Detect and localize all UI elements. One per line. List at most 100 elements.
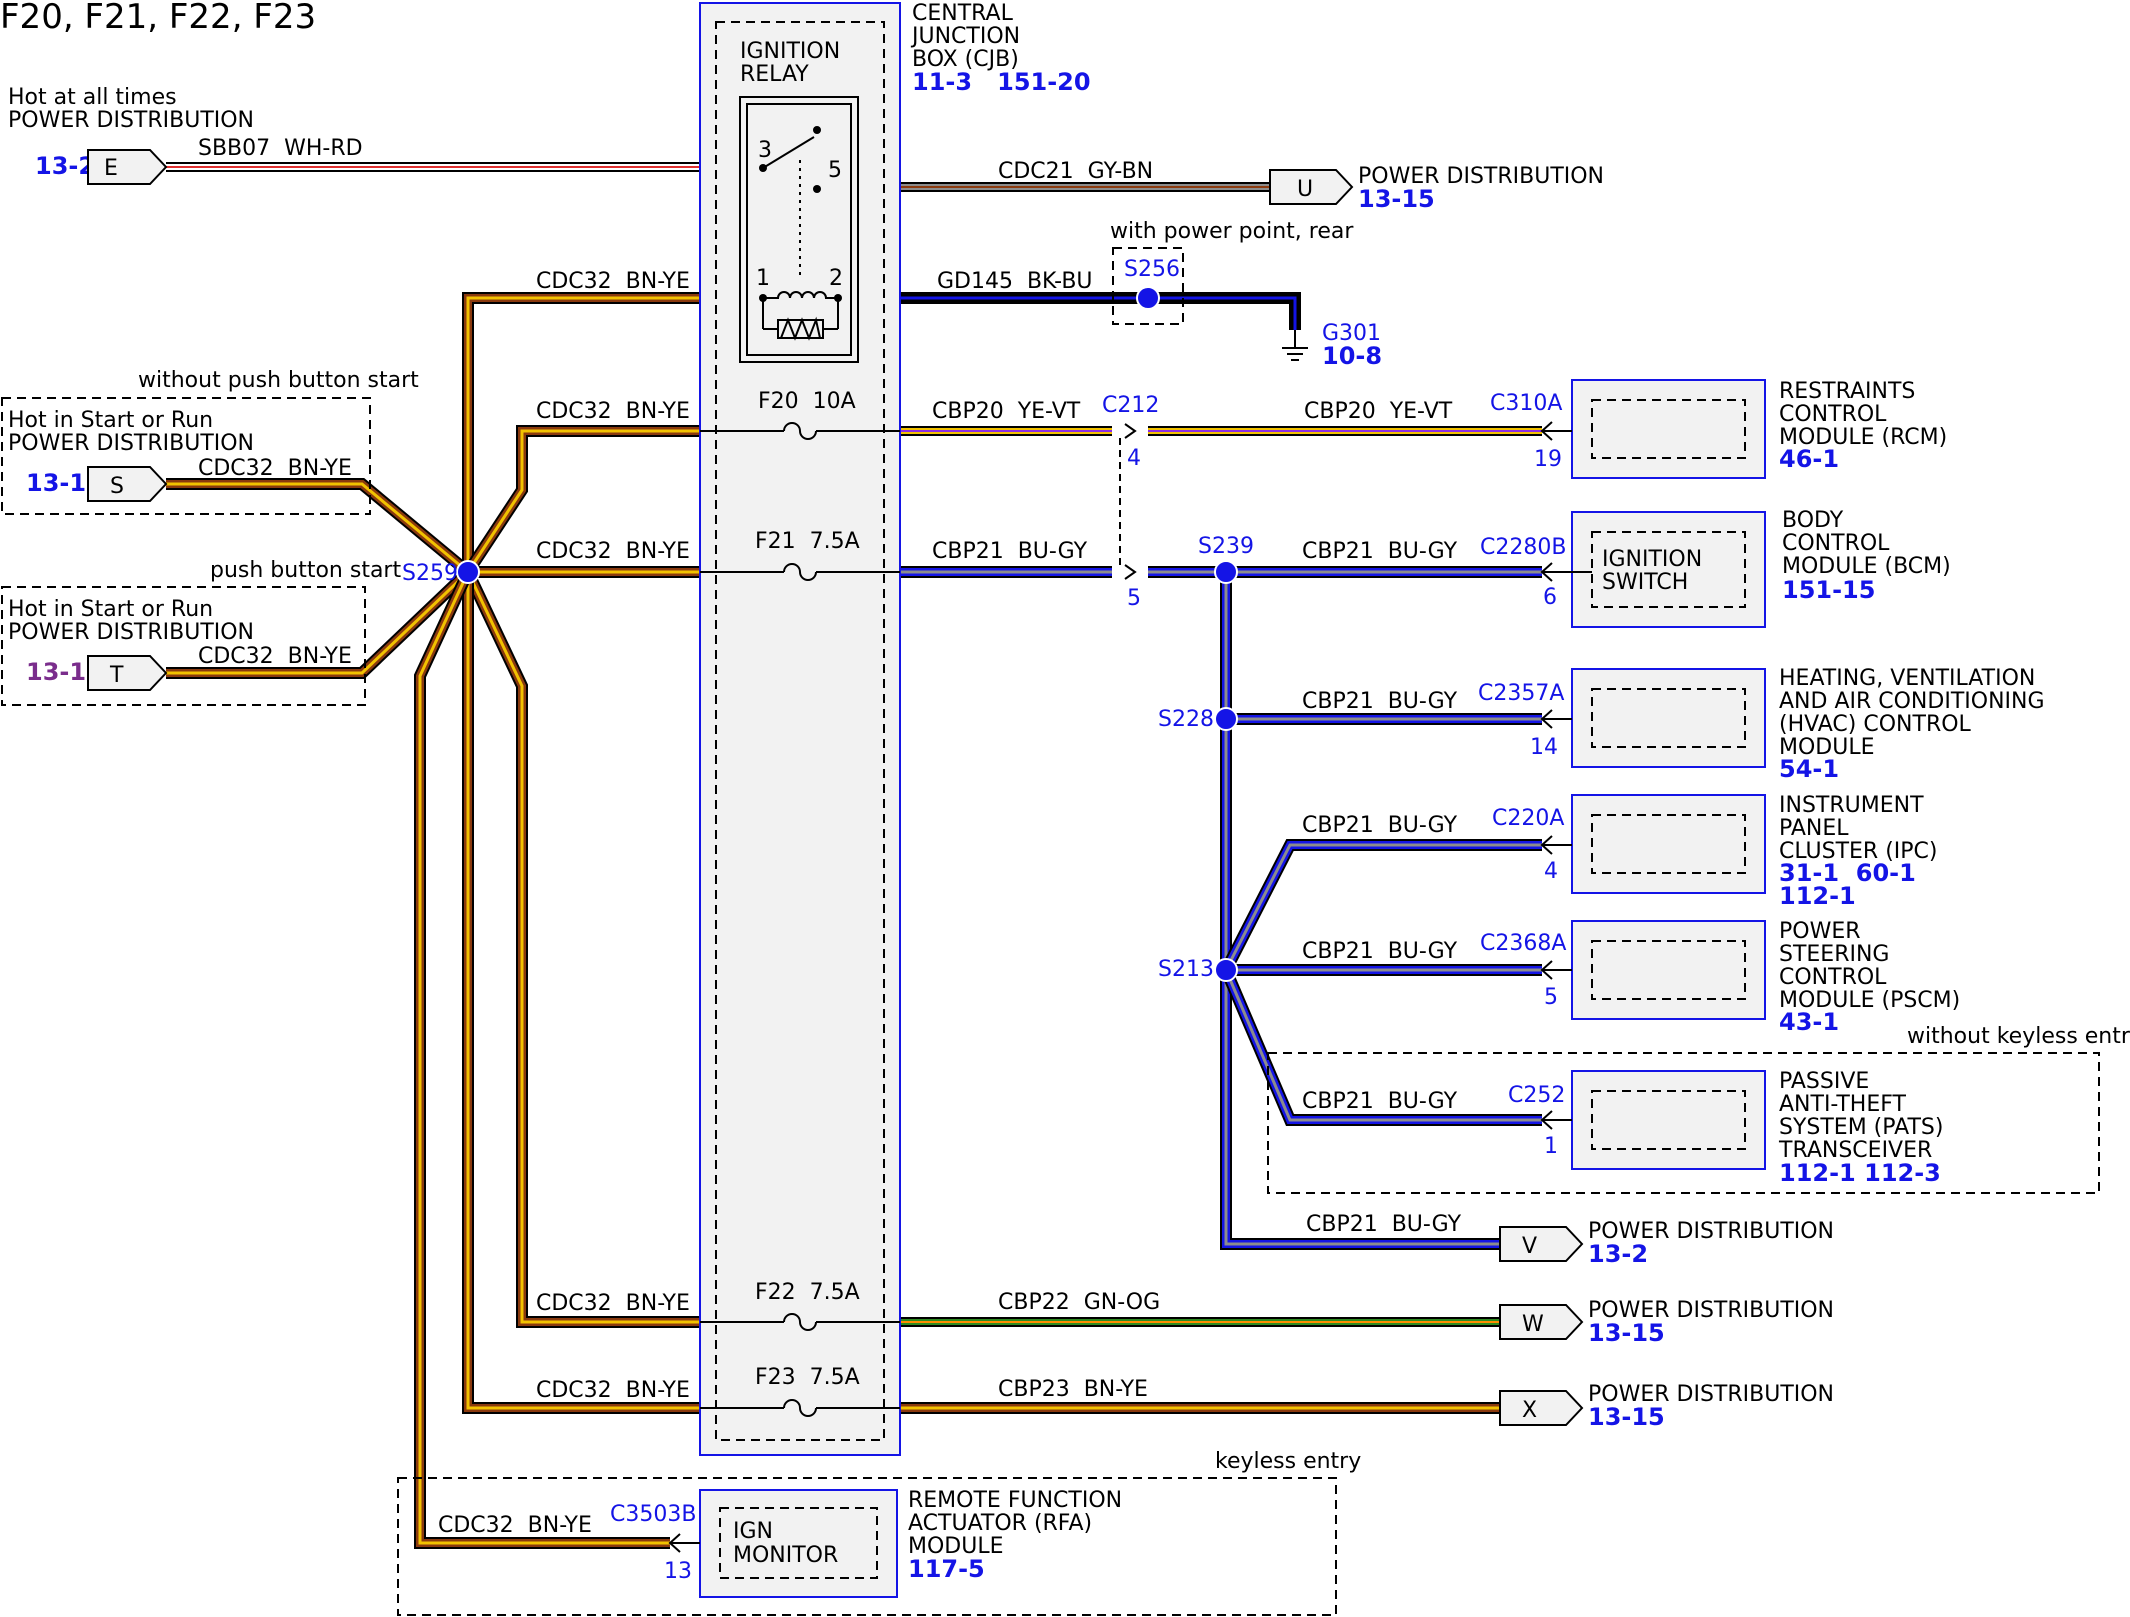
inline-c212-pin-5: 5	[1127, 586, 1141, 611]
splice-s213-label[interactable]: S213	[1158, 957, 1214, 982]
module-hvac-connector[interactable]: C2357A	[1478, 681, 1564, 706]
module-hvac-box[interactable]	[1571, 668, 1766, 768]
module-ipc-inner	[1591, 814, 1746, 874]
pin-arrows	[668, 421, 1592, 1553]
module-ipc-ref-2[interactable]: 112-1	[1779, 882, 1856, 910]
relay-switch-icon	[759, 126, 821, 278]
module-pscm-name-line-3: CONTROL	[1779, 965, 1887, 990]
wire-cbp21-ipc	[1220, 839, 1542, 973]
module-ipc-name-line-3: CLUSTER (IPC)	[1779, 839, 1938, 864]
module-pscm-ref[interactable]: 43-1	[1779, 1008, 1839, 1036]
relay-label-line-1: IGNITION	[740, 39, 840, 64]
output-x-letter: X	[1522, 1398, 1537, 1423]
output-u-connector[interactable]	[1269, 169, 1354, 205]
ground-g301-label[interactable]: G301	[1322, 321, 1381, 346]
module-hvac-name-line-4: MODULE	[1779, 735, 1875, 760]
module-ipc-name-line-1: INSTRUMENT	[1779, 793, 1924, 818]
output-w-ref[interactable]: 13-15	[1588, 1319, 1665, 1347]
input-s-desc-line-1: Hot in Start or Run	[8, 408, 213, 433]
module-rfa-option-box	[397, 1477, 1337, 1616]
s256-option-box	[1112, 247, 1184, 325]
module-bcm-name-line-3: MODULE (BCM)	[1782, 554, 1951, 579]
module-rcm-connector[interactable]: C310A	[1490, 391, 1562, 416]
input-t-connector[interactable]	[87, 655, 168, 691]
splice-s239-dot[interactable]	[1214, 560, 1238, 584]
wire-cdc32-s-label: CDC32 BN-YE	[198, 456, 352, 481]
module-rcm-ref[interactable]: 46-1	[1779, 445, 1839, 473]
input-t-option-box	[1, 586, 366, 706]
module-pats-option-box	[1267, 1052, 2100, 1194]
module-bcm-connector[interactable]: C2280B	[1480, 535, 1566, 560]
splice-s256-dot[interactable]	[1136, 286, 1160, 310]
output-u-label: POWER DISTRIBUTION	[1358, 164, 1604, 189]
wire-cbp21-label-pats: CBP21 BU-GY	[1302, 1089, 1458, 1114]
output-x-connector[interactable]	[1499, 1390, 1584, 1426]
output-x-ref[interactable]: 13-15	[1588, 1403, 1665, 1431]
cjb-name-line-1: CENTRAL	[912, 1, 1014, 26]
module-rfa-ref[interactable]: 117-5	[908, 1555, 985, 1583]
module-pats-name-line-2: ANTI-THEFT	[1779, 1092, 1907, 1117]
module-ipc-name-line-2: PANEL	[1779, 816, 1849, 841]
module-ipc-connector[interactable]: C220A	[1492, 806, 1564, 831]
module-rfa-inner	[719, 1507, 878, 1579]
splice-s259-dot[interactable]	[456, 560, 480, 584]
splice-s239-label[interactable]: S239	[1198, 534, 1254, 559]
input-s-connector[interactable]	[87, 466, 168, 502]
module-pats-qualifier: without keyless entry	[1907, 1024, 2130, 1049]
module-bcm-ref[interactable]: 151-15	[1782, 576, 1875, 604]
splice-s228-label[interactable]: S228	[1158, 707, 1214, 732]
module-bcm-name-line-2: CONTROL	[1782, 531, 1890, 556]
module-hvac-inner	[1591, 688, 1746, 748]
input-e-ref[interactable]: 13-2	[35, 152, 95, 180]
input-s-option-box	[1, 397, 371, 515]
module-rfa-connector[interactable]: C3503B	[610, 1502, 696, 1527]
module-pscm-inner	[1591, 940, 1746, 1000]
module-hvac-ref[interactable]: 54-1	[1779, 755, 1839, 783]
input-t-desc-line-2: POWER DISTRIBUTION	[8, 620, 254, 645]
relay-pin-3: 3	[758, 138, 772, 163]
inline-c212-label[interactable]: C212	[1102, 393, 1159, 418]
wire-cdc32-to-f23	[462, 572, 700, 1414]
module-hvac-name-line-1: HEATING, VENTILATION	[1779, 666, 2035, 691]
wire-cbp20-label-b: CBP20 YE-VT	[1304, 399, 1453, 424]
input-s-qualifier: without push button start	[138, 368, 419, 393]
module-pscm-name-line-2: STEERING	[1779, 942, 1889, 967]
relay-outer-box	[739, 96, 859, 363]
module-pscm-connector[interactable]: C2368A	[1480, 931, 1566, 956]
output-w-connector[interactable]	[1499, 1304, 1584, 1340]
wire-cbp22-label: CBP22 GN-OG	[998, 1290, 1160, 1315]
splice-s228-dot[interactable]	[1214, 707, 1238, 731]
module-pats-ref[interactable]: 112-1 112-3	[1779, 1159, 1941, 1187]
splice-s256-label[interactable]: S256	[1124, 257, 1180, 282]
module-bcm-inner-line-1: IGNITION	[1602, 547, 1702, 572]
splice-s213-dot[interactable]	[1214, 958, 1238, 982]
module-pats-connector[interactable]: C252	[1508, 1083, 1565, 1108]
output-x-label: POWER DISTRIBUTION	[1588, 1382, 1834, 1407]
splice-s259-label[interactable]: S259	[402, 561, 458, 586]
output-v-connector[interactable]	[1499, 1226, 1584, 1262]
cjb-refs[interactable]: 11-3 151-20	[912, 68, 1091, 96]
wire-cbp21-label-a: CBP21 BU-GY	[932, 539, 1088, 564]
module-bcm-name-line-1: BODY	[1782, 508, 1844, 533]
module-hvac-pin: 14	[1530, 735, 1558, 760]
wire-cdc32-t-label: CDC32 BN-YE	[198, 644, 352, 669]
module-rcm-name-line-2: CONTROL	[1779, 402, 1887, 427]
module-pats-box[interactable]	[1571, 1070, 1766, 1170]
output-u-ref[interactable]: 13-15	[1358, 185, 1435, 213]
module-pats-name-line-3: SYSTEM (PATS)	[1779, 1115, 1943, 1140]
output-v-ref[interactable]: 13-2	[1588, 1240, 1648, 1268]
relay-pin-1: 1	[756, 266, 770, 291]
input-e-connector[interactable]	[87, 149, 168, 185]
cjb-box	[699, 2, 901, 1456]
ground-g301-ref[interactable]: 10-8	[1322, 342, 1382, 370]
module-rfa-pin: 13	[664, 1559, 692, 1584]
module-ipc-box[interactable]	[1571, 794, 1766, 894]
input-t-letter: T	[109, 663, 124, 688]
input-e-desc-line-1: Hot at all times	[8, 85, 177, 110]
inline-c212-arrow-b	[1124, 564, 1137, 580]
module-ipc-ref-1[interactable]: 31-1 60-1	[1779, 859, 1916, 887]
ground-icon	[1282, 330, 1308, 361]
module-rcm-box[interactable]	[1571, 379, 1766, 479]
module-rcm-inner	[1591, 399, 1746, 459]
module-pscm-box[interactable]	[1571, 920, 1766, 1020]
